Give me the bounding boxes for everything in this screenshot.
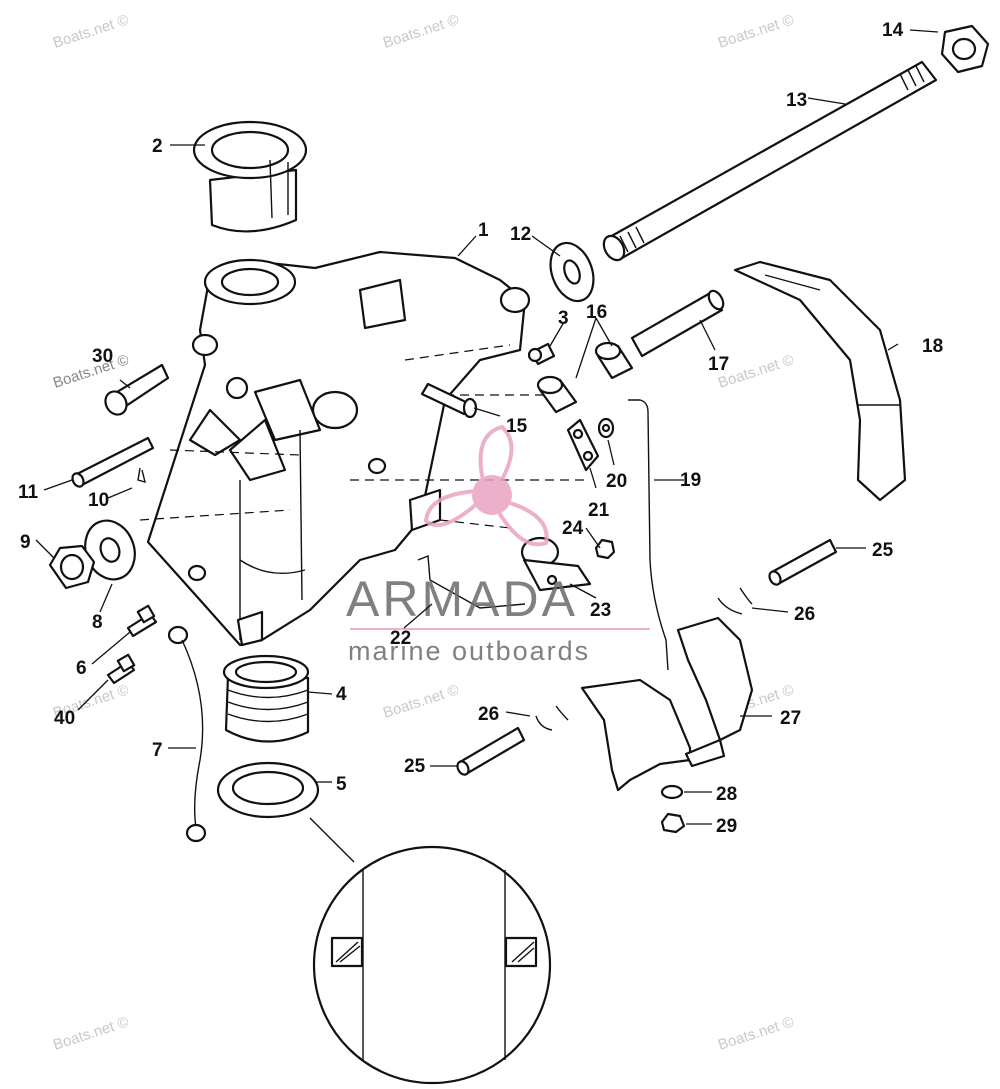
part-14-nut [940, 24, 990, 74]
part-26-clip [535, 705, 569, 731]
part-4-lower-bushing [222, 654, 310, 743]
callout-40: 40 [54, 708, 75, 729]
part-25-pin [768, 538, 838, 586]
callout-18: 18 [922, 336, 943, 357]
part-2-upper-bushing [192, 120, 308, 233]
part-13-tilt-tube-bolt [602, 60, 938, 262]
callout-14: 14 [882, 20, 904, 41]
part-28-washer [660, 784, 684, 800]
part-26-clip [717, 587, 753, 615]
part-29-nut [660, 812, 686, 834]
part-16-bushing [536, 341, 634, 414]
part-30-screw [104, 363, 170, 416]
part-5-seal [216, 761, 320, 819]
leader-lines [35, 29, 939, 825]
part-18-tilt-lock-lever [733, 260, 907, 502]
part-9-nut [48, 544, 96, 590]
callout-29: 29 [716, 816, 737, 837]
part-19-rod [628, 399, 669, 671]
callout-labels: 1 2 3 4 5 6 7 8 9 10 11 12 13 14 15 16 1… [18, 20, 943, 837]
callout-15: 15 [506, 416, 528, 437]
part-1-swivel-bracket [146, 250, 531, 647]
part-3-grease-fitting [527, 342, 556, 366]
callout-17: 17 [708, 354, 729, 375]
part-10-cotter-pin [137, 467, 146, 484]
part-6-bolt [126, 604, 158, 638]
callout-12: 12 [510, 224, 531, 245]
callout-26: 26 [794, 604, 815, 625]
brand-name: ARMADA [346, 571, 578, 627]
watermark: Boats.net © [716, 1013, 796, 1053]
watermark: Boats.net © [381, 681, 461, 721]
callout-30: 30 [92, 346, 113, 367]
callout-6: 6 [76, 658, 87, 679]
brand-divider [350, 628, 650, 630]
callout-23: 23 [590, 600, 611, 621]
part-40-bolt [106, 653, 136, 685]
watermark: Boats.net © [51, 351, 131, 391]
callout-27: 27 [780, 708, 801, 729]
callout-10: 10 [88, 490, 109, 511]
callout-25: 25 [404, 756, 426, 777]
callout-2: 2 [152, 136, 163, 157]
part-20-washer [597, 417, 615, 439]
callout-7: 7 [152, 740, 163, 761]
part-22-wire-link [417, 554, 526, 609]
part-15-bolt [420, 382, 478, 419]
callout-8: 8 [92, 612, 103, 633]
watermark: Boats.net © [716, 11, 796, 51]
armada-logo: ARMADA marine outboards [346, 424, 650, 666]
callout-5: 5 [336, 774, 347, 795]
callout-28: 28 [716, 784, 737, 805]
watermark: Boats.net © [51, 11, 131, 51]
part-21-link-plate [566, 418, 600, 472]
callout-20: 20 [606, 471, 627, 492]
callout-4: 4 [336, 684, 347, 705]
watermark: Boats.net © [381, 11, 461, 51]
part-27-tilt-lock [580, 616, 754, 792]
alignment-lines [139, 344, 590, 529]
part-24-nut [594, 538, 616, 560]
callout-22: 22 [390, 628, 411, 649]
callout-25: 25 [872, 540, 894, 561]
watermark: Boats.net © [51, 1013, 131, 1053]
part-11-pin [71, 436, 155, 488]
callout-24: 24 [562, 518, 584, 539]
callout-3: 3 [558, 308, 569, 329]
part-8-washer [84, 519, 136, 581]
callout-26: 26 [478, 704, 499, 725]
part-25-pin [456, 726, 526, 776]
part-12-washer [549, 241, 595, 303]
callout-16: 16 [586, 302, 607, 323]
part-7-ground-wire [167, 625, 207, 843]
propeller-icon [423, 424, 549, 547]
seal-detail-view [309, 817, 552, 1085]
callout-1: 1 [478, 220, 489, 241]
callout-13: 13 [786, 90, 807, 111]
callout-11: 11 [18, 482, 39, 503]
part-17-pin [630, 289, 725, 358]
callout-9: 9 [20, 532, 31, 553]
callout-21: 21 [588, 500, 610, 521]
brand-tagline: marine outboards [348, 636, 590, 666]
callout-19: 19 [680, 470, 701, 491]
